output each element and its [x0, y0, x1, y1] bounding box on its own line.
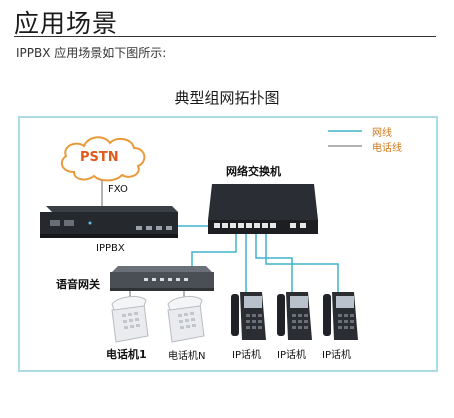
intro-text: IPPBX 应用场景如下图所示:: [16, 46, 167, 60]
diagram-title: 典型组网拓扑图: [174, 89, 280, 107]
switch-ipphone2-cable: [255, 234, 293, 292]
fxo-label: FXO: [108, 184, 128, 195]
pstn-label: PSTN: [80, 150, 119, 165]
voice-gateway-icon: [110, 266, 214, 291]
switch-gateway-cable: [191, 234, 237, 266]
phone-n-label: 电话机N: [168, 351, 206, 362]
diagram-frame: [18, 116, 438, 372]
pstn-cloud-icon: [60, 136, 146, 182]
phone-1-label: 电话机1: [106, 348, 147, 361]
page-title: 应用场景: [14, 9, 119, 38]
ippbx-label: IPPBX: [96, 243, 125, 254]
network-cables: [178, 225, 339, 296]
title-divider: [14, 36, 436, 37]
ippbx-device-icon: [40, 206, 178, 238]
ip-phone-1-label: IP话机: [232, 350, 261, 361]
ip-phone-1-icon: [231, 292, 266, 340]
legend-phone-label: 电话线: [372, 143, 402, 154]
analog-phone-n-icon: [167, 296, 205, 343]
network-switch-icon: [208, 184, 318, 234]
legend-network-label: 网线: [372, 128, 392, 139]
analog-phone-1-icon: [111, 296, 149, 343]
switch-ipphone3-cable: [265, 234, 339, 292]
ip-phone-2-label: IP话机: [277, 350, 306, 361]
gateway-label: 语音网关: [56, 278, 100, 291]
ip-phone-3-icon: [323, 292, 358, 340]
ip-phone-3-label: IP话机: [322, 350, 351, 361]
ip-phone-2-icon: [277, 292, 312, 340]
switch-label: 网络交换机: [226, 165, 281, 178]
